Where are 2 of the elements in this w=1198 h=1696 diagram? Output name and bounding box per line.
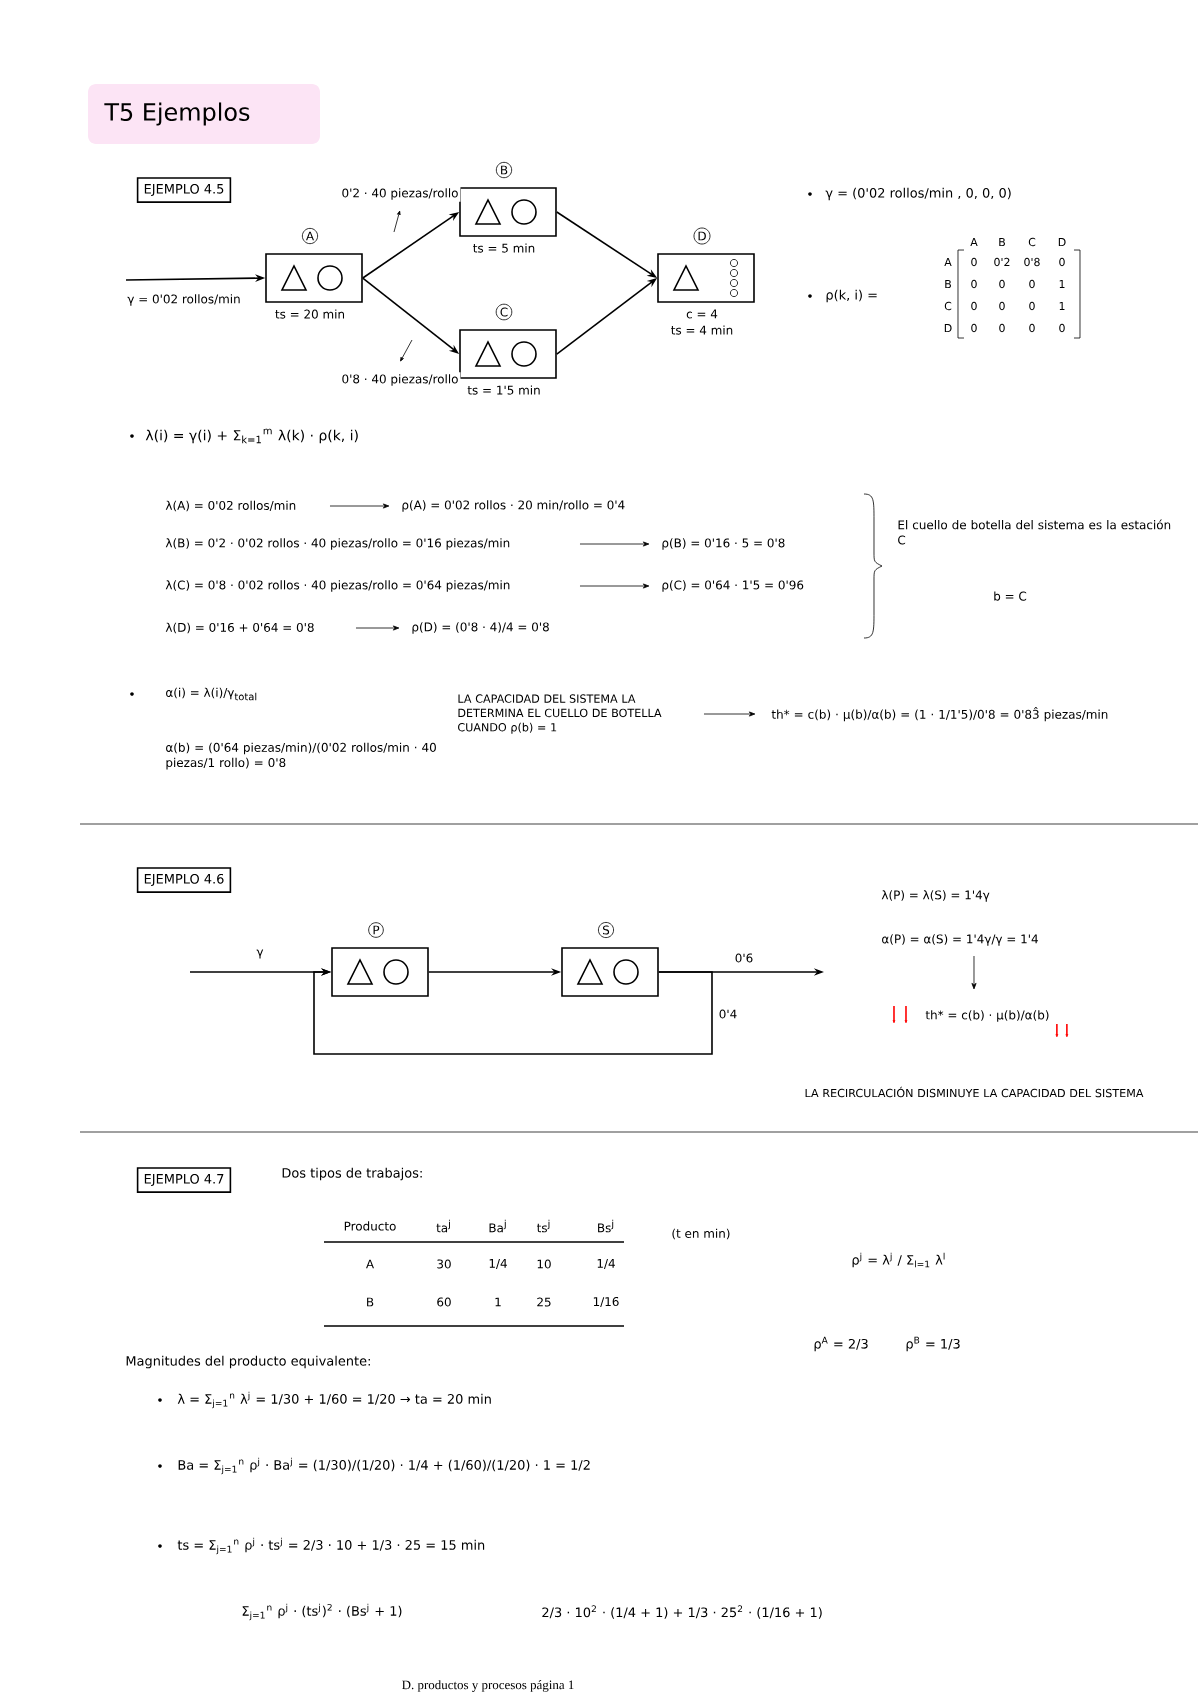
- title-banner: T5 Ejemplos: [88, 84, 320, 144]
- arrow: [313, 968, 713, 1055]
